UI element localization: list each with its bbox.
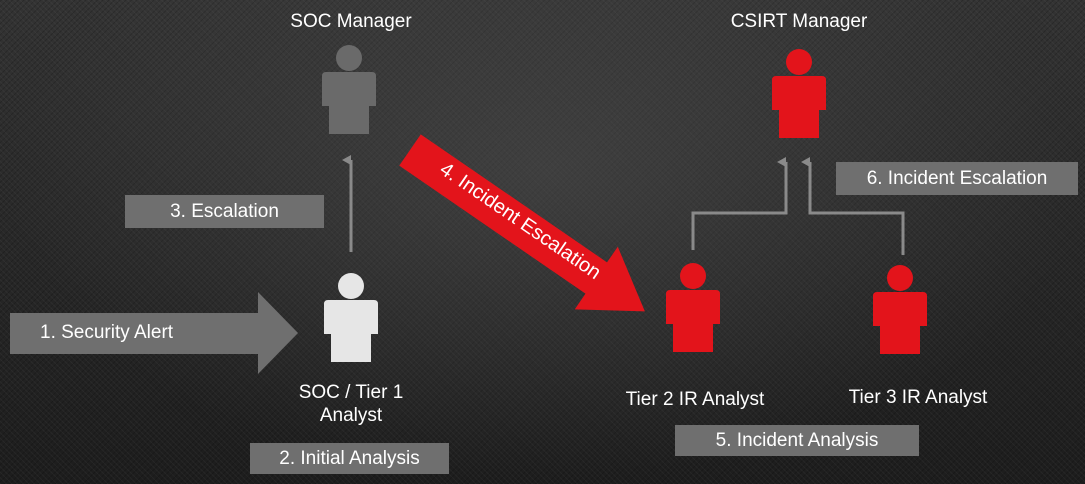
soc-manager-person-icon: [322, 45, 376, 134]
tier3-label: Tier 3 IR Analyst: [848, 387, 988, 408]
soc-tier1-label: SOC / Tier 1 Analyst: [271, 381, 431, 427]
csirt-manager-person-icon: [772, 49, 826, 138]
tier2-person-icon: [666, 263, 720, 352]
initial-analysis-box: 2. Initial Analysis: [250, 443, 449, 474]
soc-tier1-person-icon: [324, 273, 378, 362]
tier2-to-csirt-arrow-up-icon: [691, 157, 788, 250]
security-alert-label: 1. Security Alert: [40, 322, 174, 343]
tier3-to-csirt-arrow-up-icon: [801, 157, 905, 255]
soc-manager-label: SOC Manager: [290, 11, 412, 32]
tier2-label: Tier 2 IR Analyst: [625, 389, 765, 410]
escalation-box: 3. Escalation: [125, 195, 324, 228]
security-alert-arrow-right-icon: [10, 292, 298, 374]
csirt-manager-label: CSIRT Manager: [730, 11, 868, 32]
soc-tier1-label-line2: Analyst: [319, 405, 383, 426]
tier3-person-icon: [873, 265, 927, 354]
soc-tier1-label-line1: SOC / Tier 1: [298, 382, 404, 403]
incident-escalation-arrow-icon: [399, 134, 645, 312]
incident-escalation-box: 6. Incident Escalation: [836, 162, 1078, 195]
incident-analysis-box: 5. Incident Analysis: [675, 425, 919, 456]
